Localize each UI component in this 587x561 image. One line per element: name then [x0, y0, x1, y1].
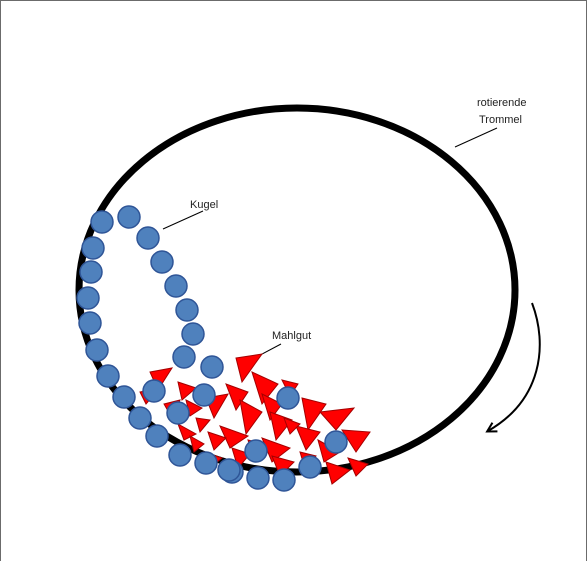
grinding-ball — [181, 322, 205, 346]
material-fragment — [347, 457, 369, 477]
grinding-ball — [128, 406, 152, 430]
grinding-ball — [194, 451, 218, 475]
grinding-ball — [78, 311, 102, 335]
material-fragment — [251, 371, 279, 406]
grinding-ball — [244, 439, 268, 463]
material-fragment — [235, 353, 264, 384]
grinding-ball — [112, 385, 136, 409]
material-label: Mahlgut — [272, 330, 311, 342]
material-fragment — [239, 399, 263, 436]
grinding-ball — [175, 298, 199, 322]
material-fragment — [318, 407, 356, 431]
ball-label: Kugel — [190, 199, 218, 211]
grinding-ball — [150, 250, 174, 274]
material-fragment — [195, 417, 211, 434]
drum-leader-line — [454, 127, 498, 148]
grinding-ball — [76, 286, 100, 310]
grinding-ball — [145, 424, 169, 448]
grinding-ball — [276, 386, 300, 410]
material-fragment — [189, 434, 205, 453]
grinding-ball — [217, 458, 241, 482]
material-fragment — [219, 425, 250, 449]
rotation-arrow-icon — [488, 302, 541, 431]
grinding-ball — [166, 401, 190, 425]
grinding-ball — [200, 355, 224, 379]
grinding-balls — [76, 205, 348, 492]
grinding-ball — [96, 364, 120, 388]
grinding-ball — [142, 379, 166, 403]
material-fragment — [301, 397, 327, 432]
grinding-ball — [298, 455, 322, 479]
grinding-ball — [246, 466, 270, 490]
grinding-ball — [192, 383, 216, 407]
drum-label-line1: rotierende — [477, 97, 527, 109]
grinding-ball — [117, 205, 141, 229]
material-fragment — [177, 381, 197, 401]
grinding-ball — [172, 345, 196, 369]
grinding-ball — [168, 443, 192, 467]
grinding-ball — [79, 260, 103, 284]
grinding-ball — [272, 468, 296, 492]
material-fragment — [325, 461, 352, 485]
grinding-ball — [90, 210, 114, 234]
grinding-ball — [85, 338, 109, 362]
material-fragment — [341, 429, 371, 453]
grinding-ball — [136, 226, 160, 250]
material-fragment — [207, 431, 227, 451]
grinding-ball — [324, 430, 348, 454]
material-fragment — [283, 417, 301, 435]
grinding-ball — [81, 236, 105, 260]
rotating-drum — [75, 104, 519, 476]
ball-leader-line — [162, 210, 204, 230]
material-fragment — [295, 425, 321, 451]
drum-label-line2: Trommel — [479, 114, 522, 126]
grinding-ball — [164, 274, 188, 298]
material-fragment — [261, 393, 283, 422]
